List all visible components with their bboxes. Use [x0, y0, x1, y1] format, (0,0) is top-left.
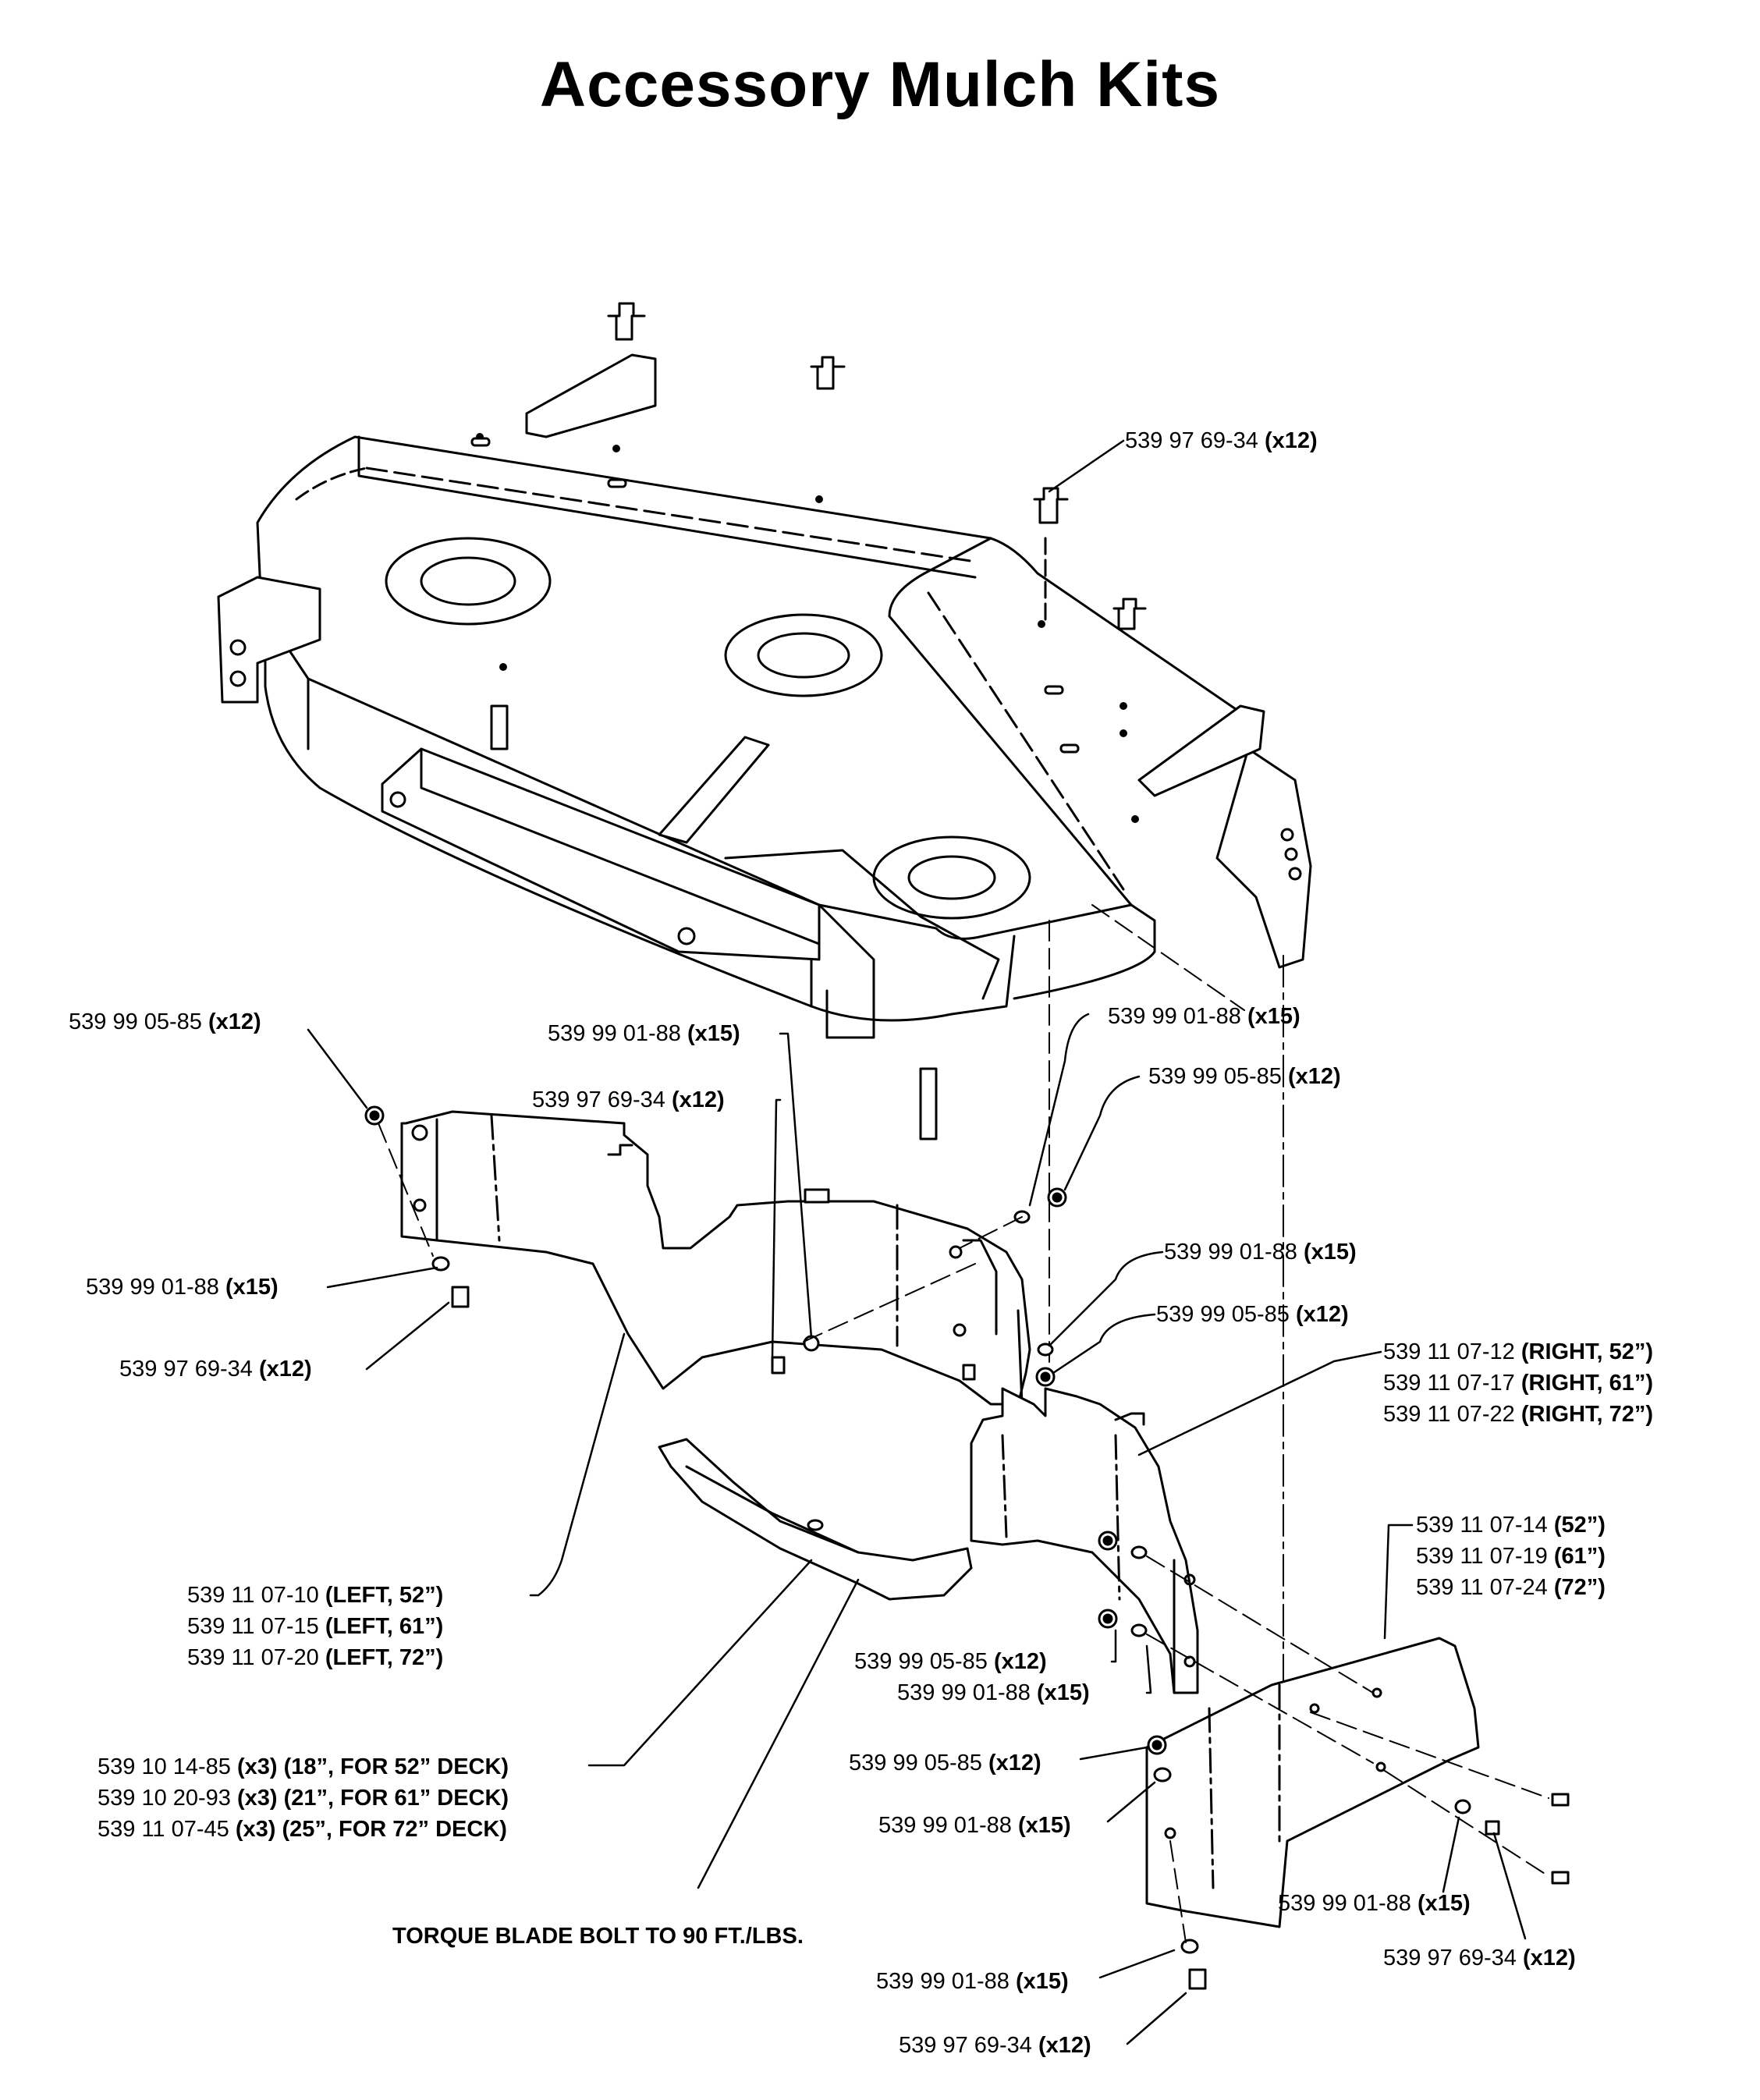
right-baffle — [971, 1389, 1198, 1693]
left-baffle-52: 539 11 07-10 (LEFT, 52”) — [187, 1583, 444, 1608]
callout-right-washer-b: 539 99 01-88 (x15) — [1164, 1240, 1357, 1265]
callout-top-bolt: 539 97 69-34 (x12) — [1125, 428, 1318, 453]
left-baffle-61: 539 11 07-15 (LEFT, 61”) — [187, 1614, 444, 1639]
callout-plate-washer-r: 539 99 01-88 (x15) — [1278, 1891, 1471, 1916]
callout-left-nut: 539 99 05-85 (x12) — [69, 1009, 261, 1034]
right-baffle-52: 539 11 07-12 (RIGHT, 52”) — [1383, 1339, 1654, 1364]
callout-bottom-bolt: 539 97 69-34 (x12) — [899, 2033, 1091, 2058]
callout-left-baffle: 539 11 07-10 (LEFT, 52”) 539 11 07-15 (L… — [187, 1580, 443, 1673]
callout-end-plate: 539 11 07-14 (52”) 539 11 07-19 (61”) 53… — [1416, 1509, 1606, 1603]
callout-right-baffle: 539 11 07-12 (RIGHT, 52”) 539 11 07-17 (… — [1383, 1336, 1653, 1430]
mower-blade — [659, 1439, 971, 1599]
end-plate-61: 539 11 07-19 (61”) — [1416, 1544, 1606, 1569]
callout-lower-nut: 539 99 05-85 (x12) — [854, 1649, 1047, 1674]
callout-left-washer-b: 539 99 01-88 (x15) — [86, 1275, 279, 1300]
callout-plate-bolt-r: 539 97 69-34 (x12) — [1383, 1946, 1576, 1971]
leader-lines — [308, 441, 1525, 2044]
callout-plate-nut: 539 99 05-85 (x12) — [849, 1751, 1041, 1775]
right-baffle-61: 539 11 07-17 (RIGHT, 61”) — [1383, 1371, 1654, 1396]
end-plate — [1147, 1638, 1478, 1927]
callout-mid-washer: 539 99 01-88 (x15) — [548, 1021, 740, 1046]
blade-21: 539 10 20-93 (x3) (21”, FOR 61” DECK) — [98, 1786, 509, 1811]
callout-right-nut-b: 539 99 05-85 (x12) — [1156, 1302, 1349, 1327]
torque-note: TORQUE BLADE BOLT TO 90 FT./LBS. — [392, 1924, 804, 1949]
right-baffle-72: 539 11 07-22 (RIGHT, 72”) — [1383, 1402, 1654, 1427]
page-title: Accessory Mulch Kits — [539, 49, 1221, 120]
blade-18: 539 10 14-85 (x3) (18”, FOR 52” DECK) — [98, 1754, 509, 1779]
mower-deck — [218, 303, 1311, 1720]
callout-bottom-washer: 539 99 01-88 (x15) — [876, 1969, 1069, 1994]
callout-blades: 539 10 14-85 (x3) (18”, FOR 52” DECK) 53… — [98, 1751, 509, 1845]
end-plate-72: 539 11 07-24 (72”) — [1416, 1575, 1606, 1600]
end-plate-52: 539 11 07-14 (52”) — [1416, 1513, 1606, 1538]
callout-right-nut-a: 539 99 05-85 (x12) — [1148, 1064, 1341, 1089]
callout-lower-washer: 539 99 01-88 (x15) — [897, 1680, 1090, 1705]
left-baffle-72: 539 11 07-20 (LEFT, 72”) — [187, 1645, 444, 1670]
callout-plate-washer: 539 99 01-88 (x15) — [878, 1813, 1071, 1838]
left-baffle — [402, 1112, 1030, 1404]
callout-right-washer-a: 539 99 01-88 (x15) — [1108, 1004, 1300, 1029]
callout-left-bolt-b: 539 97 69-34 (x12) — [119, 1357, 312, 1382]
callout-mid-bolt: 539 97 69-34 (x12) — [532, 1087, 725, 1112]
blade-25: 539 11 07-45 (x3) (25”, FOR 72” DECK) — [98, 1817, 507, 1842]
